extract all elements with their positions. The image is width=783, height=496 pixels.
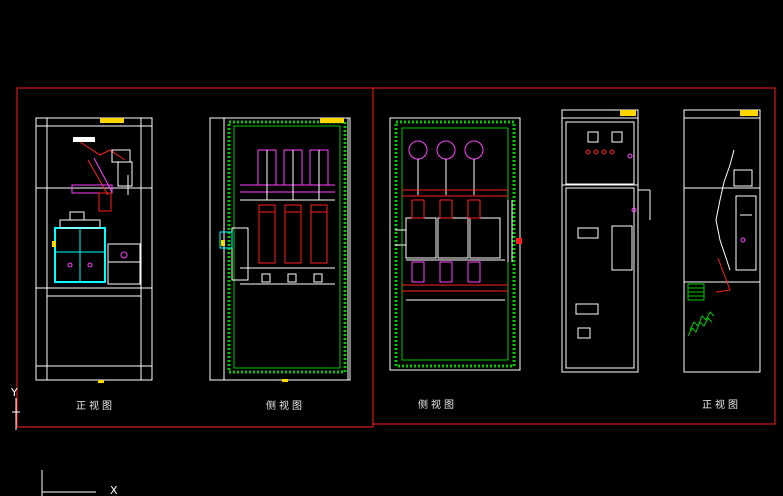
view-label-side-2: 侧视图 — [418, 400, 457, 411]
left-drawing-frame — [16, 87, 374, 428]
view-label-front-1: 正视图 — [76, 401, 115, 412]
view-label-side-1: 侧视图 — [266, 401, 305, 412]
cabinet-front-view-2 — [561, 109, 651, 373]
axis-x-label: X — [110, 484, 118, 496]
cabinet-side-view-2 — [389, 117, 522, 371]
view-label-front-2: 正视图 — [702, 400, 741, 411]
cabinet-side-view-1 — [209, 117, 351, 382]
ucs-axis-icon — [41, 470, 96, 496]
right-drawing-frame — [372, 87, 776, 425]
cabinet-front-view-3 — [683, 109, 761, 373]
cabinet-front-view-1 — [35, 117, 153, 383]
ucs-y-arrow — [12, 398, 20, 430]
cable-termination — [687, 283, 715, 337]
axis-y-label: Y — [10, 386, 18, 399]
